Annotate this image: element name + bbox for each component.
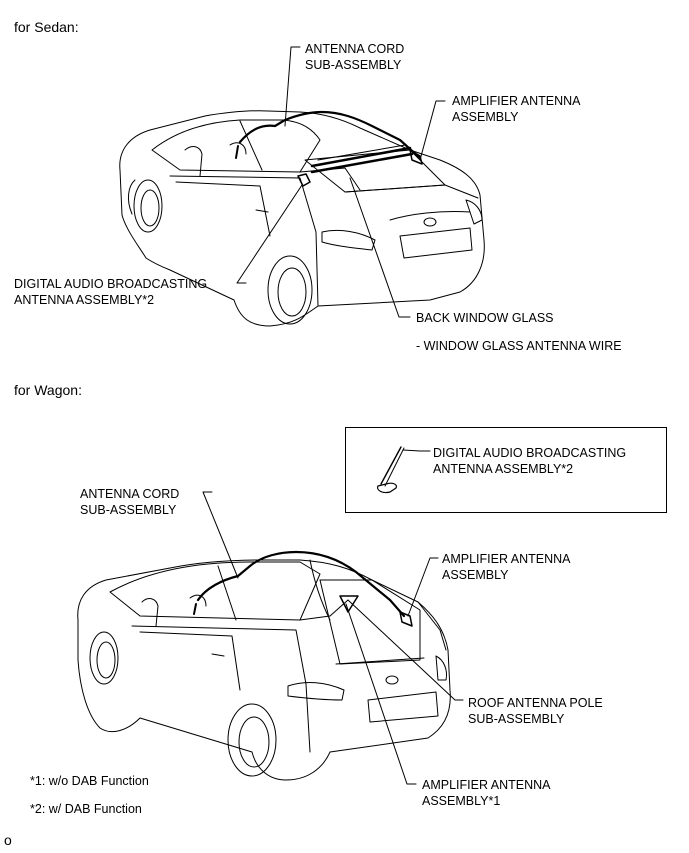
- wagon-heading: for Wagon:: [14, 382, 82, 398]
- inset-dab-antenna-drawing: [377, 446, 431, 494]
- label-sedan-antenna-cord: ANTENNA CORD SUB-ASSEMBLY: [305, 42, 405, 72]
- label-window-glass-antenna-wire: - WINDOW GLASS ANTENNA WIRE: [416, 339, 622, 353]
- sedan-leader-lines: [236, 46, 446, 318]
- label-wagon-antenna-cord: ANTENNA CORD SUB-ASSEMBLY: [80, 487, 180, 517]
- footnote-1: *1: w/o DAB Function: [30, 774, 149, 788]
- sedan-car-illustration: [119, 110, 485, 327]
- sedan-heading: for Sedan:: [14, 19, 79, 35]
- label-back-window-glass: BACK WINDOW GLASS: [416, 311, 554, 325]
- footnote-2: *2: w/ DAB Function: [30, 802, 142, 816]
- label-sedan-amplifier: AMPLIFIER ANTENNA ASSEMBLY: [452, 94, 581, 124]
- label-wagon-amplifier: AMPLIFIER ANTENNA ASSEMBLY: [442, 552, 571, 582]
- wagon-car-illustration: [77, 550, 451, 781]
- label-inset-dab: DIGITAL AUDIO BROADCASTING ANTENNA ASSEM…: [433, 446, 627, 476]
- label-sedan-dab: DIGITAL AUDIO BROADCASTING ANTENNA ASSEM…: [14, 277, 208, 307]
- figure-code: o: [4, 832, 12, 848]
- label-roof-antenna-pole: ROOF ANTENNA POLE SUB-ASSEMBLY: [468, 696, 603, 726]
- wagon-leader-lines: [202, 491, 464, 785]
- inset-box-dab: [345, 427, 667, 513]
- label-wagon-amplifier-1: AMPLIFIER ANTENNA ASSEMBLY*1: [422, 778, 551, 808]
